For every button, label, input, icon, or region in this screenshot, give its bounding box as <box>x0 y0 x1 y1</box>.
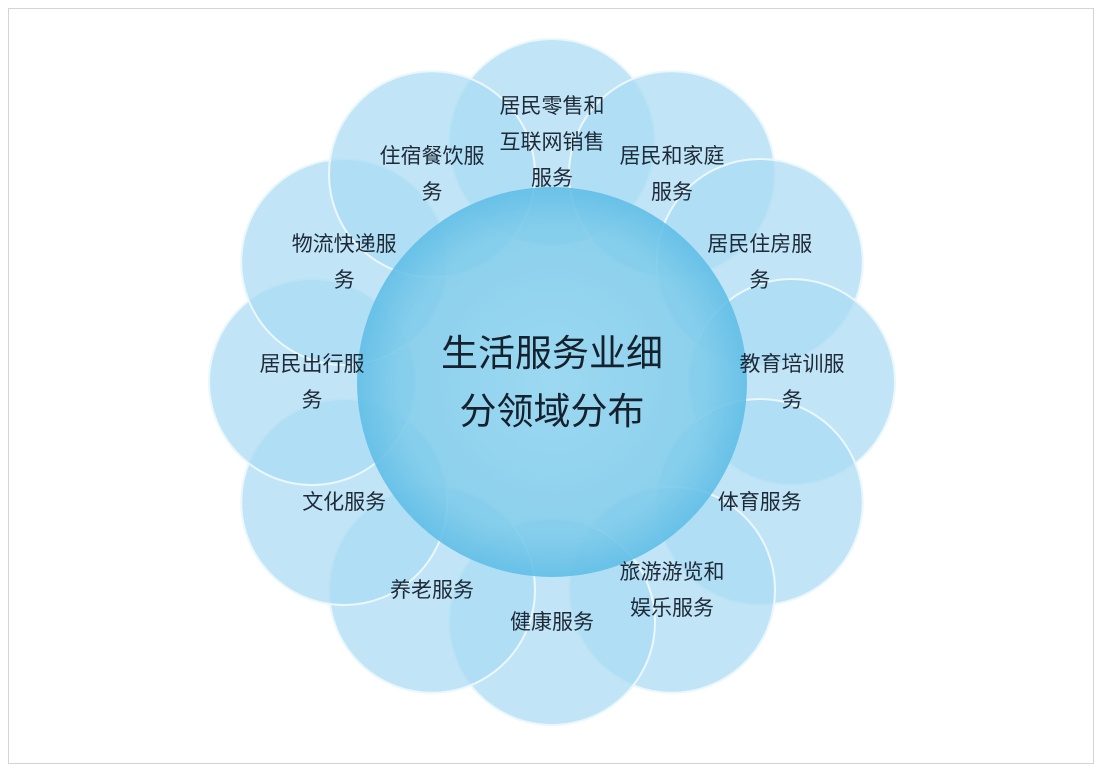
petal-label: 居民零售和 <box>500 94 605 118</box>
petal-label: 务 <box>749 268 770 292</box>
petal-label: 物流快递服 <box>292 232 397 256</box>
petal-label: 住宿餐饮服 <box>380 144 485 168</box>
petal-label: 教育培训服 <box>740 352 845 376</box>
petal-label: 务 <box>422 180 443 204</box>
petal-label: 养老服务 <box>390 578 474 602</box>
center-circle <box>357 187 747 577</box>
petal-label: 务 <box>302 388 323 412</box>
petal-label: 健康服务 <box>510 610 594 634</box>
petal-label: 务 <box>782 388 803 412</box>
petal-label: 旅游游览和 <box>620 560 725 584</box>
center-title-line-1: 生活服务业细 <box>441 332 663 375</box>
label-layer: 居民零售和互联网销售服务居民和家庭服务居民住房服务教育培训服务体育服务旅游游览和… <box>260 94 845 634</box>
petal-label: 居民和家庭 <box>620 144 725 168</box>
center-title-line-2: 分领域分布 <box>460 390 645 433</box>
petal-label: 居民住房服 <box>707 232 812 256</box>
petal-label: 居民出行服 <box>260 352 365 376</box>
petal-label: 体育服务 <box>718 490 802 514</box>
petal-label: 务 <box>334 268 355 292</box>
petal-label: 娱乐服务 <box>630 596 714 620</box>
petal-label: 文化服务 <box>302 490 386 514</box>
petal-label: 互联网销售 <box>500 130 605 154</box>
petal-label: 服务 <box>531 166 573 190</box>
center-hub: 生活服务业细 分领域分布 <box>357 187 747 577</box>
petal-label: 服务 <box>651 180 693 204</box>
